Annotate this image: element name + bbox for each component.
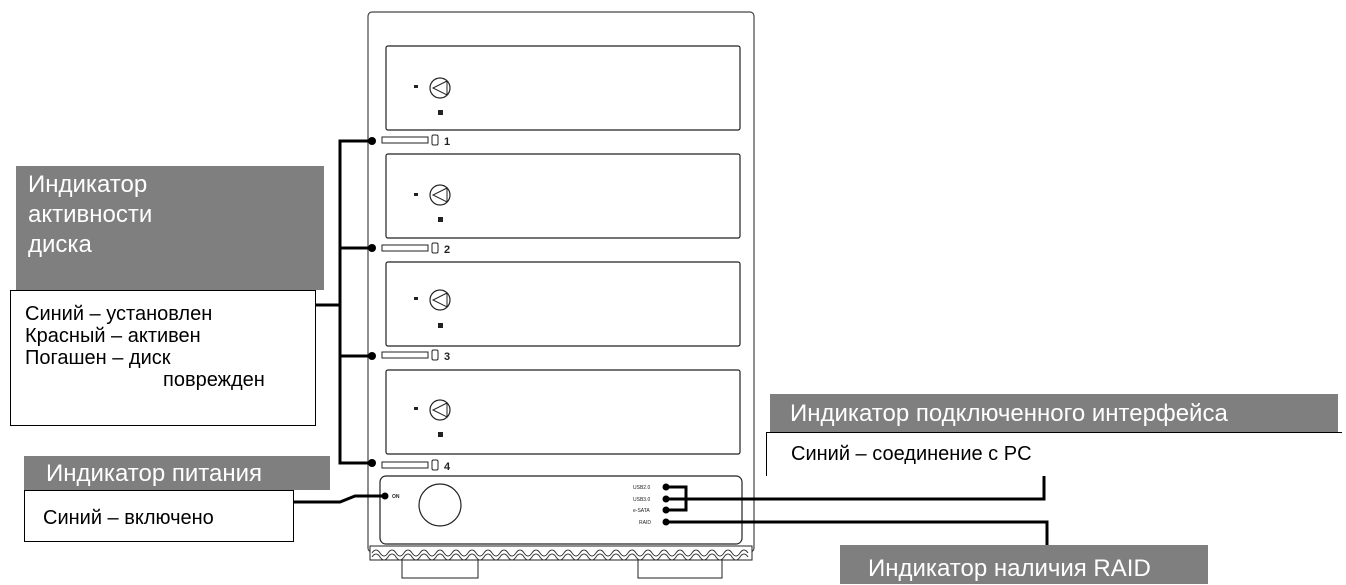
unlock-icon — [414, 193, 418, 196]
interface-leader-lines — [666, 476, 1046, 512]
power-label: ON — [392, 494, 400, 500]
raid-leader-line — [666, 520, 1049, 545]
foot-left — [401, 559, 479, 579]
unlock-icon — [414, 297, 418, 300]
disk-state-installed: Синий – установлен — [25, 303, 213, 325]
disk-icon — [431, 459, 439, 471]
power-state: Синий – включено — [24, 490, 294, 542]
control-panel — [379, 475, 743, 545]
lock-icon — [438, 110, 443, 115]
unlock-icon — [414, 407, 418, 410]
disk-activity-states: Синий – установлен Красный – активен Пог… — [10, 290, 316, 426]
disk-activity-title: Индикатор активности диска — [16, 166, 324, 290]
drive-bay-1 — [381, 45, 741, 146]
eject-button-icon — [429, 77, 451, 99]
power-leader-line — [294, 494, 385, 504]
bay-number-2: 2 — [444, 244, 450, 256]
lock-icon — [438, 217, 443, 222]
power-title: Индикатор питания — [24, 456, 330, 490]
disk-state-off: Погашен – диск — [25, 347, 171, 369]
disk-activity-title-line-1: Индикатор — [28, 171, 148, 198]
bay-number-1: 1 — [444, 136, 450, 148]
power-button — [418, 483, 462, 527]
activity-led-slot — [381, 244, 429, 252]
disk-leader-lines — [316, 139, 372, 465]
interface-title: Индикатор подключенного интерфейса — [770, 394, 1338, 432]
lock-icon — [438, 323, 443, 328]
eject-button-icon — [429, 184, 451, 206]
lock-icon — [438, 432, 443, 437]
activity-led-slot — [381, 136, 429, 144]
foot-right — [637, 559, 723, 579]
vent-grille — [369, 545, 753, 561]
bay-number-4: 4 — [444, 461, 451, 473]
disk-icon — [431, 242, 439, 254]
bay-number-3: 3 — [444, 351, 450, 363]
disk-icon — [431, 349, 439, 361]
disk-state-damaged: поврежден — [163, 369, 265, 391]
drive-bay-4 — [381, 369, 741, 471]
disk-state-active: Красный – активен — [25, 325, 201, 347]
raid-title: Индикатор наличия RAID — [840, 545, 1208, 584]
drive-bay-2 — [381, 153, 741, 254]
unlock-icon — [414, 85, 418, 88]
disk-activity-title-line-3: диска — [28, 231, 92, 258]
interface-state: Синий – соединение с PC — [766, 432, 1342, 476]
drive-bay-3 — [381, 261, 741, 361]
port-label-esata: e-SATA — [633, 508, 650, 514]
activity-led-slot — [381, 461, 429, 469]
eject-button-icon — [429, 289, 451, 311]
disk-activity-title-line-2: активности — [28, 201, 153, 228]
port-label-raid: RAID — [639, 520, 651, 526]
disk-icon — [431, 134, 439, 146]
activity-led-slot — [381, 351, 429, 359]
port-label-usb3: USB3.0 — [633, 497, 650, 503]
port-label-usb2: USB2.0 — [633, 485, 650, 491]
eject-button-icon — [429, 399, 451, 421]
